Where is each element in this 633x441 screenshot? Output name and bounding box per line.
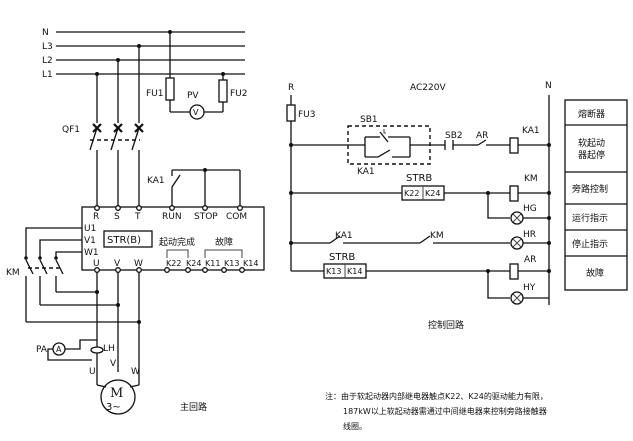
- fu2-label: FU2: [230, 89, 248, 99]
- current-transformer-symbol: [90, 346, 104, 354]
- pa-label: PA: [36, 345, 48, 355]
- supply-label: AC220V: [410, 83, 446, 93]
- km-bypass-contactor: [24, 227, 141, 324]
- qf1-label: QF1: [62, 125, 80, 135]
- motor-lead-u: U: [89, 367, 96, 377]
- control-r-label: R: [288, 83, 294, 93]
- strb-bottom-label: STRB: [329, 252, 355, 263]
- main-circuit-title: 主回路: [180, 401, 207, 413]
- note-line-2: 187kW以上软起动器需通过中间继电器来控制旁路接触器: [343, 406, 547, 416]
- term-v: V: [114, 259, 121, 269]
- voltmeter-symbol: [189, 104, 205, 120]
- starter-bottom-terminals: U V W K22 K24 K11 K13 K14: [93, 259, 258, 273]
- term-k22: K22: [166, 259, 181, 268]
- ka1-coil-symbol: [509, 137, 519, 154]
- starter-top-terminals: R S T RUN STOP COM: [93, 205, 247, 222]
- str-b-label: STR(B): [107, 235, 141, 246]
- km-coil-label: KM: [524, 174, 538, 184]
- fu2-fuse-symbol: [218, 79, 228, 103]
- hg-label: HG: [523, 204, 537, 214]
- lh-label: LH: [103, 344, 115, 354]
- qf1-breaker-symbol: [89, 123, 144, 208]
- km-coil-symbol: [509, 185, 519, 202]
- control-circuit: R N AC220V FU3 SB1 KA1 SB2 AR KA1: [286, 81, 552, 331]
- term-k13: K13: [224, 259, 239, 268]
- legend-softstart-1: 软起动: [578, 137, 605, 149]
- strb-top-label: STRB: [406, 173, 432, 184]
- motor-m: M: [110, 386, 123, 401]
- fu1-fuse-symbol: [165, 77, 175, 101]
- footnote: 注：由于软起动器内部继电器触点K22、K24的驱动能力有限， 187kW以上软起…: [325, 391, 548, 431]
- km-main-label: KM: [6, 268, 20, 278]
- legend-fault: 故障: [586, 267, 604, 279]
- start-done-label: 起动完成: [159, 236, 195, 248]
- fu1-label: FU1: [146, 89, 164, 99]
- fu3-fuse-symbol: [286, 104, 296, 122]
- sb2-label: SB2: [445, 131, 463, 141]
- term-k11: K11: [205, 259, 220, 268]
- term-stop: STOP: [194, 212, 218, 222]
- term-t: T: [134, 212, 141, 222]
- motor-lead-v: V: [110, 359, 117, 369]
- legend-stop: 停止指示: [572, 238, 608, 250]
- ka1-run-label: KA1: [335, 231, 353, 241]
- term-u1: U1: [84, 224, 96, 234]
- hy-label: HY: [523, 283, 536, 293]
- legend-softstart-2: 器起停: [578, 149, 605, 161]
- main-circuit: QF1 FU1 FU2 V PV KA1: [6, 30, 265, 415]
- bus-label-l3: L3: [42, 42, 53, 52]
- motor-symbol: [100, 379, 136, 415]
- legend-bypass: 旁路控制: [572, 183, 608, 195]
- ar-contact-label: AR: [476, 131, 488, 141]
- term-k14: K14: [243, 259, 258, 268]
- note-line-1: 注：由于软起动器内部继电器触点K22、K24的驱动能力有限，: [325, 391, 548, 401]
- motor-lead-w: W: [131, 367, 140, 377]
- term-run: RUN: [162, 212, 182, 222]
- pv-label: PV: [187, 91, 199, 101]
- ar-coil-label: AR: [524, 255, 536, 265]
- bus-label-l2: L2: [42, 56, 53, 66]
- term-u: U: [93, 259, 100, 269]
- k22-label: K22: [404, 189, 419, 198]
- power-bus: N L3 L2 L1: [42, 28, 245, 80]
- ka1-coil-label: KA1: [522, 126, 540, 136]
- legend-fuse: 熔断器: [578, 108, 605, 120]
- fu3-label: FU3: [298, 110, 316, 120]
- term-com: COM: [226, 212, 247, 222]
- term-s: S: [114, 212, 120, 222]
- ar-coil-symbol: [509, 263, 519, 280]
- term-r: R: [93, 212, 99, 222]
- k24-label: K24: [425, 189, 440, 198]
- control-n-label: N: [545, 81, 552, 91]
- term-w1: W1: [84, 248, 99, 258]
- fault-label: 故障: [215, 236, 233, 248]
- starter-left-terminals: U1 V1 W1: [84, 224, 99, 258]
- km-contact-label: KM: [430, 231, 444, 241]
- term-k24: K24: [186, 259, 201, 268]
- motor-phase: 3~: [106, 402, 121, 413]
- note-line-3: 线圈。: [343, 421, 367, 431]
- k13-label: K13: [326, 267, 341, 276]
- ka1-selfhold-label: KA1: [357, 167, 375, 177]
- bus-label-n: N: [42, 28, 49, 38]
- term-w: W: [134, 259, 143, 269]
- legend-table: 熔断器 软起动 器起停 旁路控制 运行指示 停止指示 故障: [564, 99, 628, 291]
- term-v1: V1: [84, 236, 96, 246]
- voltmeter-letter: V: [193, 108, 199, 117]
- hr-label: HR: [523, 230, 536, 240]
- legend-run: 运行指示: [572, 212, 608, 224]
- str-b-box: [103, 230, 153, 248]
- ka1-main-label: KA1: [147, 176, 165, 186]
- ammeter-letter: A: [56, 345, 62, 354]
- bus-label-l1: L1: [42, 70, 53, 80]
- sb1-label: SB1: [360, 115, 378, 125]
- control-circuit-title: 控制回路: [428, 319, 464, 331]
- k14-label: K14: [347, 267, 362, 276]
